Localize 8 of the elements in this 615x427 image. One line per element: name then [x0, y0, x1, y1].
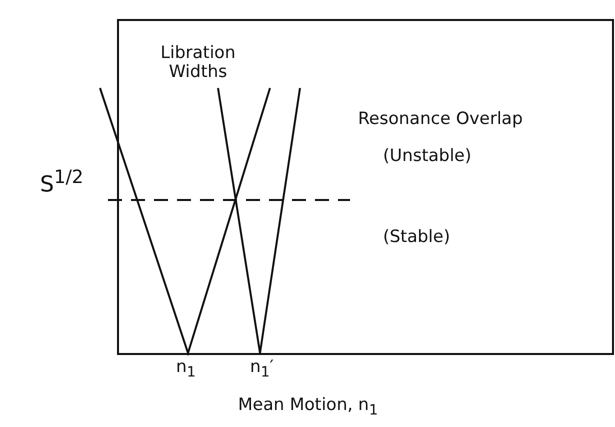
axis-label: S$^{1/2}$: [40, 168, 84, 198]
annotation: Resonance Overlap: [358, 110, 523, 129]
tick-label: n$_{1}$: [176, 358, 196, 381]
axis-label: Mean Motion, n$_{1}$: [238, 396, 378, 419]
annotation: Libration Widths: [160, 44, 236, 82]
tick-label: n$_{1}$′: [250, 358, 274, 381]
annotation: (Unstable): [383, 147, 472, 166]
annotation: (Stable): [383, 228, 450, 247]
